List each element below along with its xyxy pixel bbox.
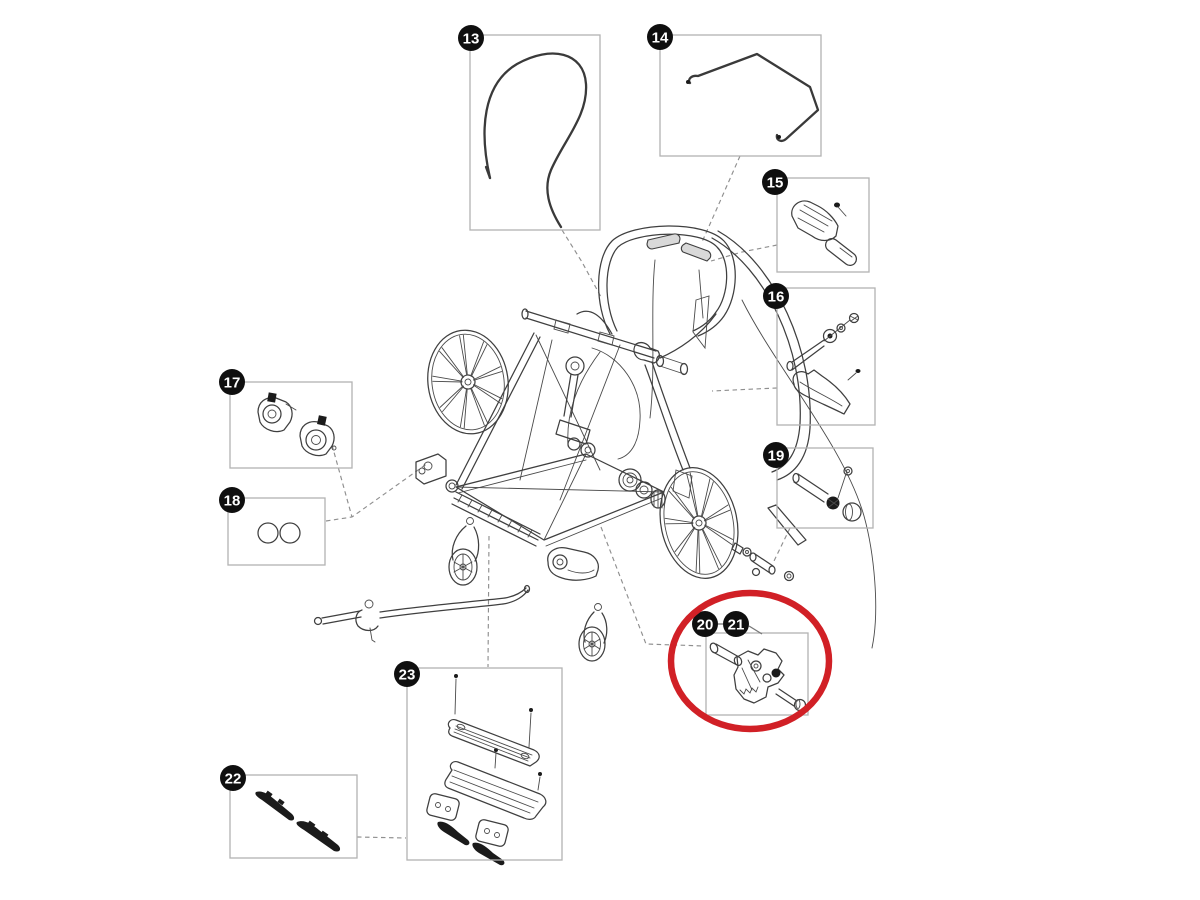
part-badge-circle-18	[219, 487, 245, 513]
detached-bracket	[415, 453, 447, 485]
connector-lines	[325, 155, 791, 839]
part-badge-circle-13	[458, 25, 484, 51]
part-badge-16: 16	[763, 283, 789, 309]
part-badge-number-13: 13	[463, 30, 480, 47]
part-13-drawing	[483, 52, 588, 229]
part-badge-number-15: 15	[767, 174, 784, 191]
part-14-drawing	[686, 52, 820, 142]
part-20-21-drawing	[709, 642, 807, 712]
part-badge-number-14: 14	[652, 29, 669, 46]
stroller-frame-illustration	[313, 225, 877, 662]
part-19-drawing	[792, 466, 862, 522]
part-badge-circle-16	[763, 283, 789, 309]
part-badge-circle-23	[394, 661, 420, 687]
red-highlight-ellipse	[667, 589, 833, 733]
part-box-14	[659, 34, 822, 157]
part-badge-number-21: 21	[728, 616, 745, 633]
badge-stub-21-1	[748, 625, 763, 635]
part-badge-number-19: 19	[768, 447, 785, 464]
handlebar-grip-right	[680, 242, 712, 262]
part-badge-number-23: 23	[399, 666, 416, 683]
connector-line-17	[331, 444, 353, 518]
centre-pivot-cluster	[555, 356, 596, 458]
left-wheel	[427, 329, 509, 435]
part-badge-number-20: 20	[697, 616, 714, 633]
part-box-16	[776, 287, 876, 426]
connector-line-18	[325, 462, 429, 522]
part-badge-23: 23	[394, 661, 420, 687]
connector-line-16	[711, 387, 778, 392]
part-badge-circle-19	[763, 442, 789, 468]
part-badge-14: 14	[647, 24, 673, 50]
folding-frame-base	[445, 332, 665, 547]
highlight-circle	[667, 589, 833, 733]
part-badge-19: 19	[763, 442, 789, 468]
part-badge-circle-15	[762, 169, 788, 195]
part-badge-number-18: 18	[224, 492, 241, 509]
part-box-15	[776, 177, 870, 273]
part-badge-22: 22	[220, 765, 246, 791]
connector-line-19	[773, 527, 791, 562]
part-23-drawing	[426, 674, 547, 866]
part-17-drawing	[257, 392, 337, 457]
hitch-mount	[547, 546, 600, 581]
callout-boxes	[227, 34, 876, 861]
callout-badges: 13 14 15 16 17 18 19 20 21 22 23	[219, 24, 789, 791]
part-18-drawing	[257, 522, 301, 544]
part-22-drawing	[255, 790, 341, 852]
part-box-13	[469, 34, 601, 231]
connector-line-20	[600, 526, 705, 647]
part-box-19	[776, 447, 874, 529]
handlebar	[598, 225, 736, 350]
part-badge-20: 20	[692, 611, 718, 637]
right-wheel	[659, 467, 739, 579]
tow-bar	[313, 584, 531, 643]
part-16-drawing	[786, 312, 861, 415]
connector-line-15	[710, 244, 778, 262]
part-box-22	[229, 774, 358, 859]
connector-line-22	[356, 836, 407, 839]
brake-cable	[741, 299, 877, 649]
part-15-drawing	[791, 200, 858, 267]
part-box-17	[229, 381, 353, 469]
part-box-23	[406, 667, 563, 861]
front-caster-right	[578, 603, 608, 662]
part-badge-circle-20	[692, 611, 718, 637]
rear-axle-small-parts	[731, 542, 795, 582]
front-caster-left	[448, 517, 480, 586]
part-badge-number-22: 22	[225, 770, 242, 787]
part-box-18	[227, 497, 326, 566]
rear-frame-tubes	[576, 230, 877, 649]
part-badge-17: 17	[219, 369, 245, 395]
connector-line-23	[487, 535, 490, 668]
part-badge-number-16: 16	[768, 288, 785, 305]
part-badge-21: 21	[723, 611, 749, 637]
part-box-21	[705, 632, 809, 716]
top-rail	[521, 308, 689, 376]
part-badge-circle-22	[220, 765, 246, 791]
rear-arm-gears	[618, 361, 807, 546]
connector-line-13	[561, 229, 602, 298]
connector-line-14	[701, 155, 741, 243]
part-badge-circle-14	[647, 24, 673, 50]
part-badge-18: 18	[219, 487, 245, 513]
part-badge-circle-17	[219, 369, 245, 395]
part-badge-number-17: 17	[224, 374, 241, 391]
part-badge-circle-21	[723, 611, 749, 637]
part-badge-13: 13	[458, 25, 484, 51]
handlebar-grip-left	[646, 233, 681, 250]
part-badge-15: 15	[762, 169, 788, 195]
